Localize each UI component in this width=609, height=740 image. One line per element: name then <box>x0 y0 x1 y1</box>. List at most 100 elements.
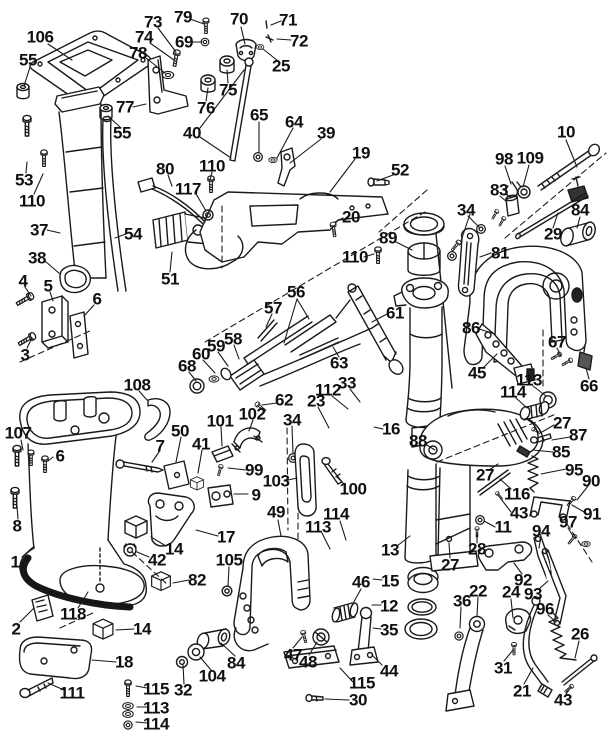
part-stern-bracket-45 <box>463 245 587 385</box>
leader-line <box>538 536 542 549</box>
callout-76: 76 <box>197 98 215 118</box>
leader-line <box>499 195 508 203</box>
callout-46: 46 <box>352 572 370 592</box>
leader-line <box>576 485 589 501</box>
callout-12: 12 <box>380 596 398 616</box>
part-ring-109 <box>516 181 531 199</box>
part-seal-35 <box>404 618 438 640</box>
callout-55: 55 <box>113 123 131 143</box>
callout-43: 43 <box>510 503 528 523</box>
bolt-4 <box>14 291 36 308</box>
callout-9: 9 <box>251 485 261 505</box>
leader-line <box>91 659 117 663</box>
dashed-guides <box>19 152 607 629</box>
bolt-87 <box>529 433 552 444</box>
part-cover-18 <box>18 636 93 680</box>
bolt-47 <box>299 629 309 644</box>
callout-107: 107 <box>4 423 32 443</box>
callout-62: 62 <box>275 390 293 410</box>
leader-line <box>574 640 580 659</box>
callout-40: 40 <box>183 123 201 143</box>
part-bracket-17 <box>147 492 195 547</box>
leader-line <box>497 494 512 513</box>
leader-line <box>376 174 394 182</box>
washer-97 <box>581 540 591 548</box>
callout-90: 90 <box>582 471 600 491</box>
part-plate-115b <box>283 645 340 669</box>
part-detent-85 <box>516 445 531 458</box>
callout-53: 53 <box>15 170 33 190</box>
screw-67b <box>560 356 574 368</box>
part-link-44 <box>349 606 379 666</box>
bolt-110-mid <box>207 175 215 193</box>
leader-line <box>199 136 232 159</box>
leader-line <box>21 546 34 558</box>
callout-95: 95 <box>565 460 583 480</box>
callout-5: 5 <box>43 276 53 296</box>
callout-79: 79 <box>174 7 192 27</box>
leader-line <box>172 579 190 584</box>
callout-3: 3 <box>20 345 30 365</box>
part-lower-mount-housing-1 <box>19 391 147 607</box>
callout-14: 14 <box>165 539 183 559</box>
callout-96: 96 <box>536 599 554 619</box>
screw-34a <box>449 238 463 253</box>
part-u-bracket-91 <box>529 496 571 521</box>
grommet-55-left <box>16 82 30 100</box>
callout-109: 109 <box>516 148 544 168</box>
part-tube-46 <box>331 602 359 623</box>
callout-92: 92 <box>514 570 532 590</box>
leader-line <box>515 397 528 409</box>
callout-75: 75 <box>219 80 237 100</box>
bolt-7 <box>115 459 164 473</box>
leader-line <box>167 174 173 187</box>
callout-80: 80 <box>156 159 174 179</box>
callout-73: 73 <box>144 12 162 32</box>
ring-68 <box>189 378 205 394</box>
leader-line <box>151 451 160 463</box>
leader-line <box>135 721 148 724</box>
callout-108: 108 <box>123 375 151 395</box>
leader-line <box>510 598 514 619</box>
leader-line <box>169 251 173 273</box>
callout-117: 117 <box>175 179 201 199</box>
callout-106: 106 <box>26 27 54 47</box>
leader-line <box>336 476 346 486</box>
leader-line <box>395 241 413 251</box>
part-strap-93 <box>541 547 567 627</box>
leader-line <box>476 596 479 617</box>
leader-line <box>49 291 54 302</box>
leader-line <box>20 439 24 451</box>
callout-83: 83 <box>490 180 508 200</box>
leader-line <box>478 328 493 334</box>
callout-21: 21 <box>513 681 531 701</box>
callout-110: 110 <box>199 156 225 176</box>
leader-line <box>47 43 73 61</box>
leader-line <box>334 217 344 223</box>
leader-line <box>175 436 182 463</box>
leader-line <box>114 233 127 239</box>
callout-100: 100 <box>339 479 367 499</box>
callout-2: 2 <box>11 619 21 639</box>
screw-30 <box>305 693 324 703</box>
leader-line <box>202 359 216 374</box>
callout-69: 69 <box>175 32 193 52</box>
leader-line <box>467 215 480 228</box>
callout-47: 47 <box>284 645 302 665</box>
part-spring-95 <box>527 455 539 493</box>
leader-line <box>488 463 499 471</box>
part-tilt-bolt-10 <box>537 143 601 191</box>
callout-15: 15 <box>381 571 399 591</box>
part-lever-22 <box>445 615 486 712</box>
leader-line <box>150 536 167 547</box>
mount-14a <box>124 515 148 539</box>
callout-1: 1 <box>10 552 20 572</box>
callout-116: 116 <box>504 484 530 504</box>
bolt-111 <box>19 677 54 699</box>
callout-91: 91 <box>583 504 601 524</box>
part-connector-58-59-60-68 <box>189 359 265 394</box>
leader-line <box>571 504 585 513</box>
